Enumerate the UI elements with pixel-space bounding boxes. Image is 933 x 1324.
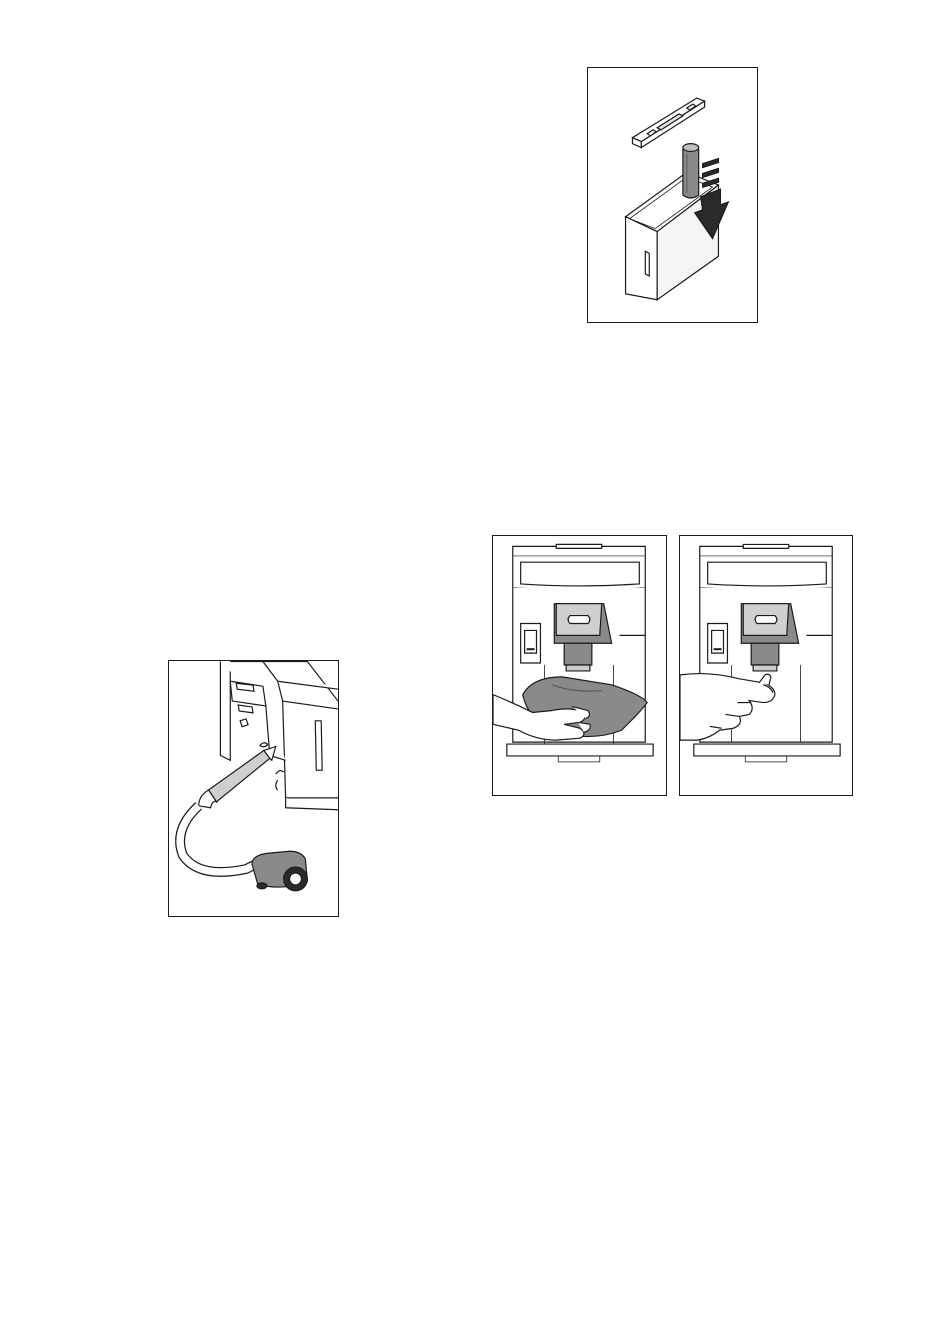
filter-cartridge-icon — [683, 144, 699, 198]
hand-clean-drawing — [680, 536, 852, 795]
filter-insert-figure — [587, 67, 758, 323]
vacuum-cleaning-drawing — [169, 661, 338, 916]
hand-clean-figure — [679, 535, 853, 796]
wipe-cloth-figure — [492, 535, 667, 796]
machine-body-icon — [220, 662, 338, 810]
filter-insert-drawing — [588, 68, 757, 322]
water-tank-icon — [626, 172, 719, 299]
filter-cap-icon — [632, 98, 704, 147]
vacuum-canister-icon — [252, 851, 307, 891]
wipe-cloth-drawing — [493, 536, 666, 795]
vacuum-cleaning-figure — [168, 660, 339, 917]
